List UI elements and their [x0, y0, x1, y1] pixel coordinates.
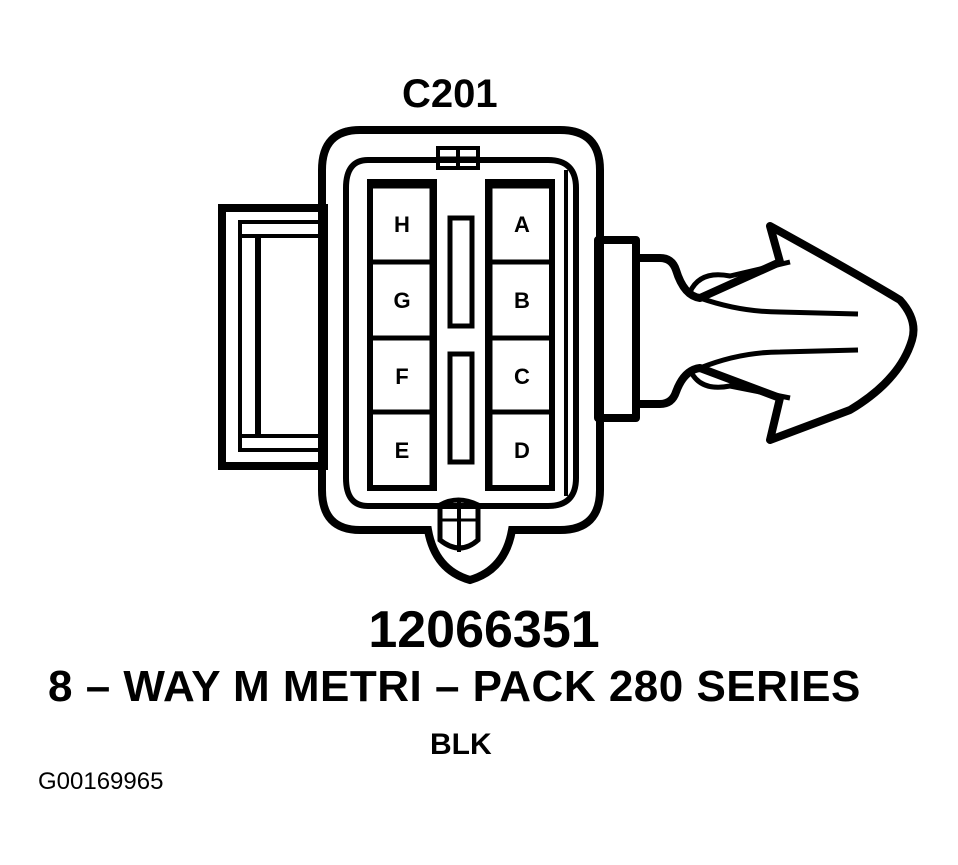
cavity-label-b: B	[514, 288, 530, 313]
connector-body	[318, 126, 604, 585]
connector-description: 8 – WAY M METRI – PACK 280 SERIES	[48, 662, 861, 711]
mounting-clip	[594, 222, 918, 444]
figure-id: G00169965	[38, 768, 164, 795]
connector-color: BLK	[430, 728, 492, 761]
cavity-label-e: E	[395, 438, 410, 463]
cavity-label-f: F	[395, 364, 408, 389]
cavity-label-a: A	[514, 212, 530, 237]
cavity-label-g: G	[393, 288, 410, 313]
cavity-grid	[367, 179, 555, 491]
part-number: 12066351	[368, 601, 600, 659]
cavity-label-h: H	[394, 212, 410, 237]
cavity-label-d: D	[514, 438, 530, 463]
left-latch	[218, 204, 328, 470]
connector-label: C201	[402, 72, 498, 116]
cavity-label-c: C	[514, 364, 530, 389]
